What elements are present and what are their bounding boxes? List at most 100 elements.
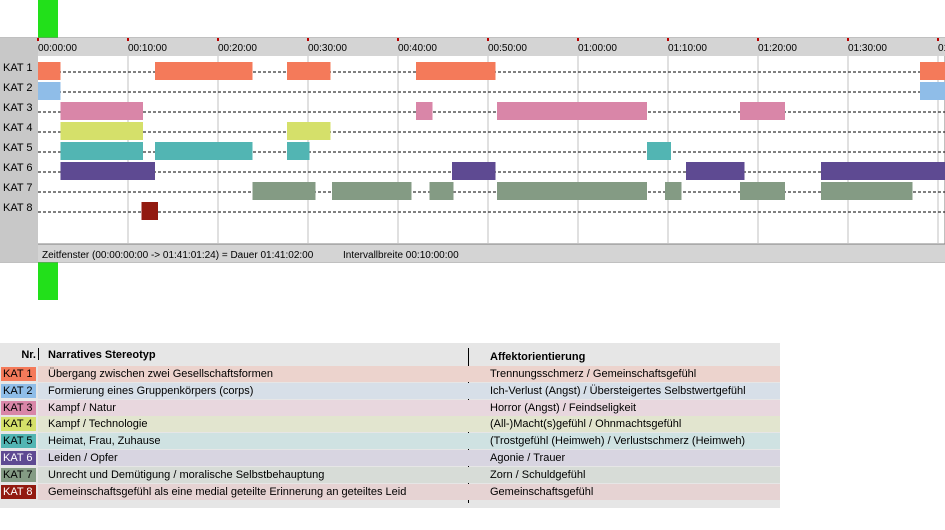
- legend-nr-cell: KAT 3: [0, 400, 38, 416]
- tick-label: 00:40:00: [398, 43, 437, 54]
- tick-marker: [937, 38, 939, 41]
- interval-bar: [287, 142, 310, 160]
- legend-affekt: Trennungsschmerz / Gemeinschaftsgefühl: [490, 368, 697, 380]
- interval-bar: [60, 162, 155, 180]
- legend-nr-badge: KAT 5: [1, 434, 36, 449]
- legend-nr-cell: KAT 2: [0, 383, 38, 399]
- tick-label: 01: [938, 43, 945, 54]
- legend-row-background: [38, 466, 780, 483]
- legend-table: Nr. Narratives Stereotyp Affektorientier…: [0, 343, 780, 508]
- tick-marker: [217, 38, 219, 41]
- legend-row: KAT 1 Übergang zwischen zwei Gesellschaft…: [0, 366, 780, 382]
- legend-nr-cell: KAT 8: [0, 484, 38, 500]
- tick-label: 01:30:00: [848, 43, 887, 54]
- legend-stereotyp: Unrecht und Demütigung / moralische Selb…: [48, 468, 325, 481]
- legend-affekt: Zorn / Schuldgefühl: [490, 468, 586, 481]
- legend-affekt: Horror (Angst) / Feindseligkeit: [490, 401, 637, 414]
- legend-row-background: [38, 416, 780, 433]
- interval-bar: [416, 102, 433, 120]
- interval-bar: [740, 182, 785, 200]
- legend-header: Nr. Narratives Stereotyp Affektorientier…: [0, 347, 780, 363]
- legend-row-background: [38, 399, 780, 416]
- legend-row-background: [38, 382, 780, 399]
- category-label: KAT 5: [3, 142, 33, 154]
- tick-marker: [397, 38, 399, 41]
- category-label: KAT 8: [3, 202, 33, 214]
- legend-header-nr: Nr.: [21, 349, 36, 361]
- legend-row: KAT 4 Kampf / Technologie (All-)Macht(s)ge…: [0, 416, 780, 433]
- legend-nr-cell: KAT 1: [0, 366, 38, 382]
- interval-bars: [38, 62, 945, 220]
- legend-stereotyp: Gemeinschaftsgefühl als eine medial gete…: [48, 485, 407, 498]
- legend-row-background: [38, 450, 780, 466]
- interval-bar: [452, 162, 496, 180]
- green-marker-bottom: [38, 262, 58, 300]
- green-marker-top: [38, 0, 58, 38]
- legend-nr-badge: KAT 8: [1, 484, 36, 499]
- time-ruler: [38, 38, 945, 56]
- tick-label: 01:00:00: [578, 43, 617, 54]
- interval-bar: [287, 62, 331, 80]
- interval-bar: [429, 182, 454, 200]
- tick-marker: [37, 38, 39, 41]
- legend-nr-badge: KAT 6: [1, 451, 36, 465]
- legend-stereotyp: Heimat, Frau, Zuhause: [48, 435, 161, 448]
- interval-bar: [155, 62, 253, 80]
- legend-affekt: (Trostgefühl (Heimweh) / Verlustschmerz …: [490, 435, 746, 448]
- interval-bar: [665, 182, 682, 200]
- category-label: KAT 7: [3, 182, 33, 194]
- tick-label: 01:10:00: [668, 43, 707, 54]
- category-label: KAT 4: [3, 122, 33, 134]
- category-label: KAT 3: [3, 102, 33, 114]
- interval-bar: [920, 62, 945, 80]
- legend-row: KAT 5 Heimat, Frau, Zuhause (Trostgefühl (…: [0, 433, 780, 450]
- footer-intervall: Intervallbreite 00:10:00:00: [343, 250, 459, 261]
- legend-affekt: Gemeinschaftsgefühl: [490, 485, 594, 498]
- legend-stereotyp: Leiden / Opfer: [48, 452, 118, 464]
- legend-row-background: [38, 433, 780, 450]
- legend-header-nr-cell: Nr.: [0, 347, 38, 363]
- category-label: KAT 1: [3, 62, 33, 74]
- legend-nr-badge: KAT 3: [1, 400, 36, 415]
- interval-bar: [38, 82, 61, 100]
- interval-bar: [60, 102, 143, 120]
- tick-marker: [667, 38, 669, 41]
- legend-stereotyp: Kampf / Technologie: [48, 418, 148, 431]
- tick-label: 00:10:00: [128, 43, 167, 54]
- category-label: KAT 6: [3, 162, 33, 174]
- category-label-column: [0, 38, 38, 262]
- tick-marker: [487, 38, 489, 41]
- interval-bar: [60, 122, 143, 140]
- legend-stereotyp: Übergang zwischen zwei Gesellschaftsform…: [48, 368, 273, 380]
- interval-bar: [821, 162, 945, 180]
- interval-bar: [332, 182, 412, 200]
- footer-bar: [38, 244, 945, 262]
- tick-label: 00:00:00: [38, 43, 77, 54]
- legend-nr-cell: KAT 6: [0, 450, 38, 466]
- legend-nr-divider: [38, 348, 39, 360]
- legend-affekt: Ich-Verlust (Angst) / Übersteigertes Sel…: [490, 384, 746, 397]
- legend-nr-badge: KAT 4: [1, 417, 36, 432]
- tick-label: 01:20:00: [758, 43, 797, 54]
- interval-bar: [141, 202, 158, 220]
- legend-nr-cell: KAT 5: [0, 433, 38, 449]
- legend-row-background: [38, 483, 780, 500]
- interval-bar: [740, 102, 785, 120]
- footer-zeitfenster: Zeitfenster (00:00:00:00 -> 01:41:01:24)…: [42, 250, 314, 261]
- tick-marker: [577, 38, 579, 41]
- tick-marker: [757, 38, 759, 41]
- legend-nr-cell: KAT 4: [0, 416, 38, 432]
- interval-bar: [155, 142, 253, 160]
- tick-marker: [127, 38, 129, 41]
- category-label: KAT 2: [3, 82, 33, 94]
- legend-affekt: (All-)Macht(s)gefühl / Ohnmachtsgefühl: [490, 418, 682, 431]
- interval-bar: [416, 62, 496, 80]
- interval-bar: [60, 142, 143, 160]
- interval-bar: [38, 62, 61, 80]
